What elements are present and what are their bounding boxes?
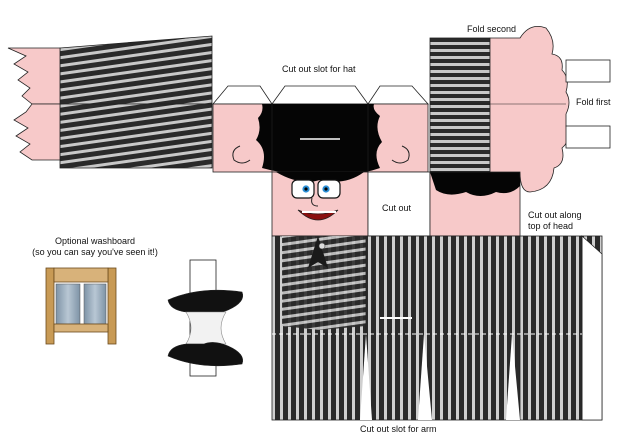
cut-slot-hat-label: Cut out slot for hat: [282, 64, 356, 74]
cut-out-panel: [367, 171, 431, 237]
cut-along-label-1: Cut out along: [528, 210, 582, 220]
body-suit: [271, 235, 603, 421]
hat-piece: [167, 259, 243, 377]
cut-out-label: Cut out: [382, 203, 412, 213]
back-of-head-panel: [429, 171, 521, 237]
fold-first-label: Fold first: [576, 97, 611, 107]
head-top-tabs: [212, 85, 429, 105]
washboard-label-2: (so you can say you've seen it!): [32, 247, 158, 257]
cut-along-label-2: top of head: [528, 221, 574, 231]
washboard-image: [45, 267, 117, 345]
fold-second-label: Fold second: [467, 24, 517, 34]
head-band: [212, 103, 429, 175]
right-arm: [429, 25, 611, 193]
face-panel: [271, 171, 369, 237]
washboard-label-1: Optional washboard: [54, 236, 136, 246]
left-arm: [7, 35, 213, 169]
cut-slot-arm-label: Cut out slot for arm: [360, 424, 437, 434]
